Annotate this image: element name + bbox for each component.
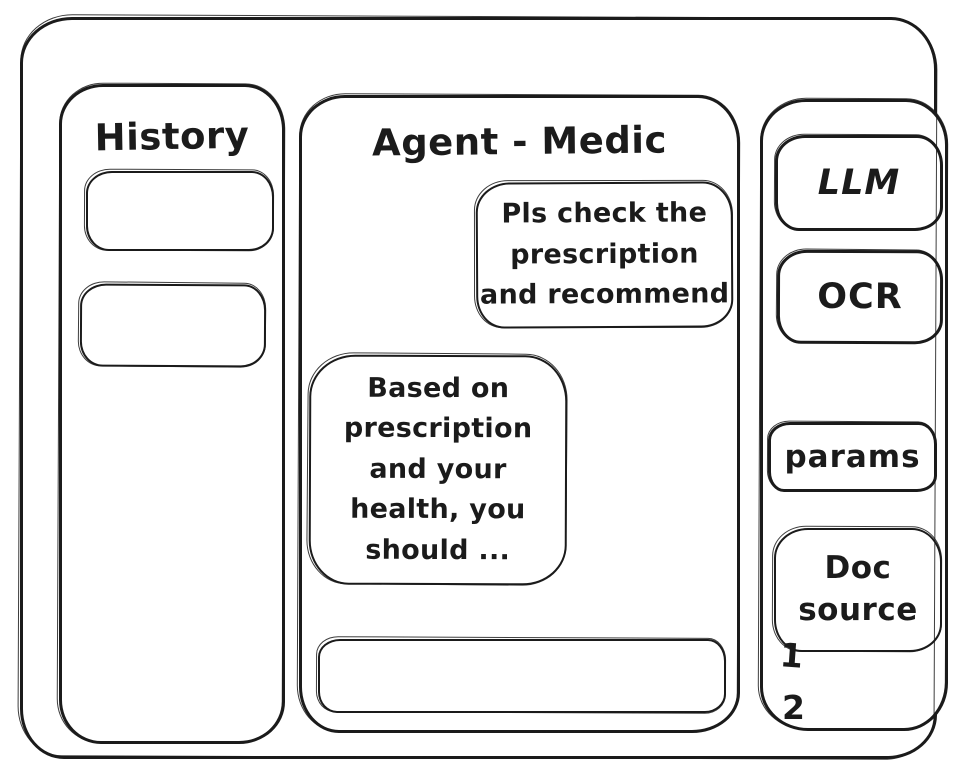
llm-button[interactable]: LLM xyxy=(775,135,943,231)
agent-message-bubble: Based on prescription and your health, y… xyxy=(308,354,568,586)
history-item[interactable] xyxy=(86,171,274,251)
ocr-button[interactable]: OCR xyxy=(776,249,944,345)
doc-source-item-1[interactable]: 1 xyxy=(778,635,805,676)
chat-input[interactable] xyxy=(318,639,726,713)
doc-source-box[interactable]: Doc source xyxy=(774,528,942,652)
history-panel: History xyxy=(59,84,285,744)
user-message-bubble: Pls check the prescription and recommend xyxy=(475,181,734,329)
doc-source-item-2[interactable]: 2 xyxy=(782,688,805,727)
params-button[interactable]: params xyxy=(768,422,937,492)
chat-title: Agent - Medic xyxy=(371,118,668,165)
tools-panel: LLM OCR params Doc source 1 2 xyxy=(760,99,948,731)
history-title: History xyxy=(94,113,250,160)
outer-frame: History Agent - Medic Pls check the pres… xyxy=(20,17,948,759)
chat-panel: Agent - Medic Pls check the prescription… xyxy=(299,95,740,733)
history-item[interactable] xyxy=(79,283,267,368)
